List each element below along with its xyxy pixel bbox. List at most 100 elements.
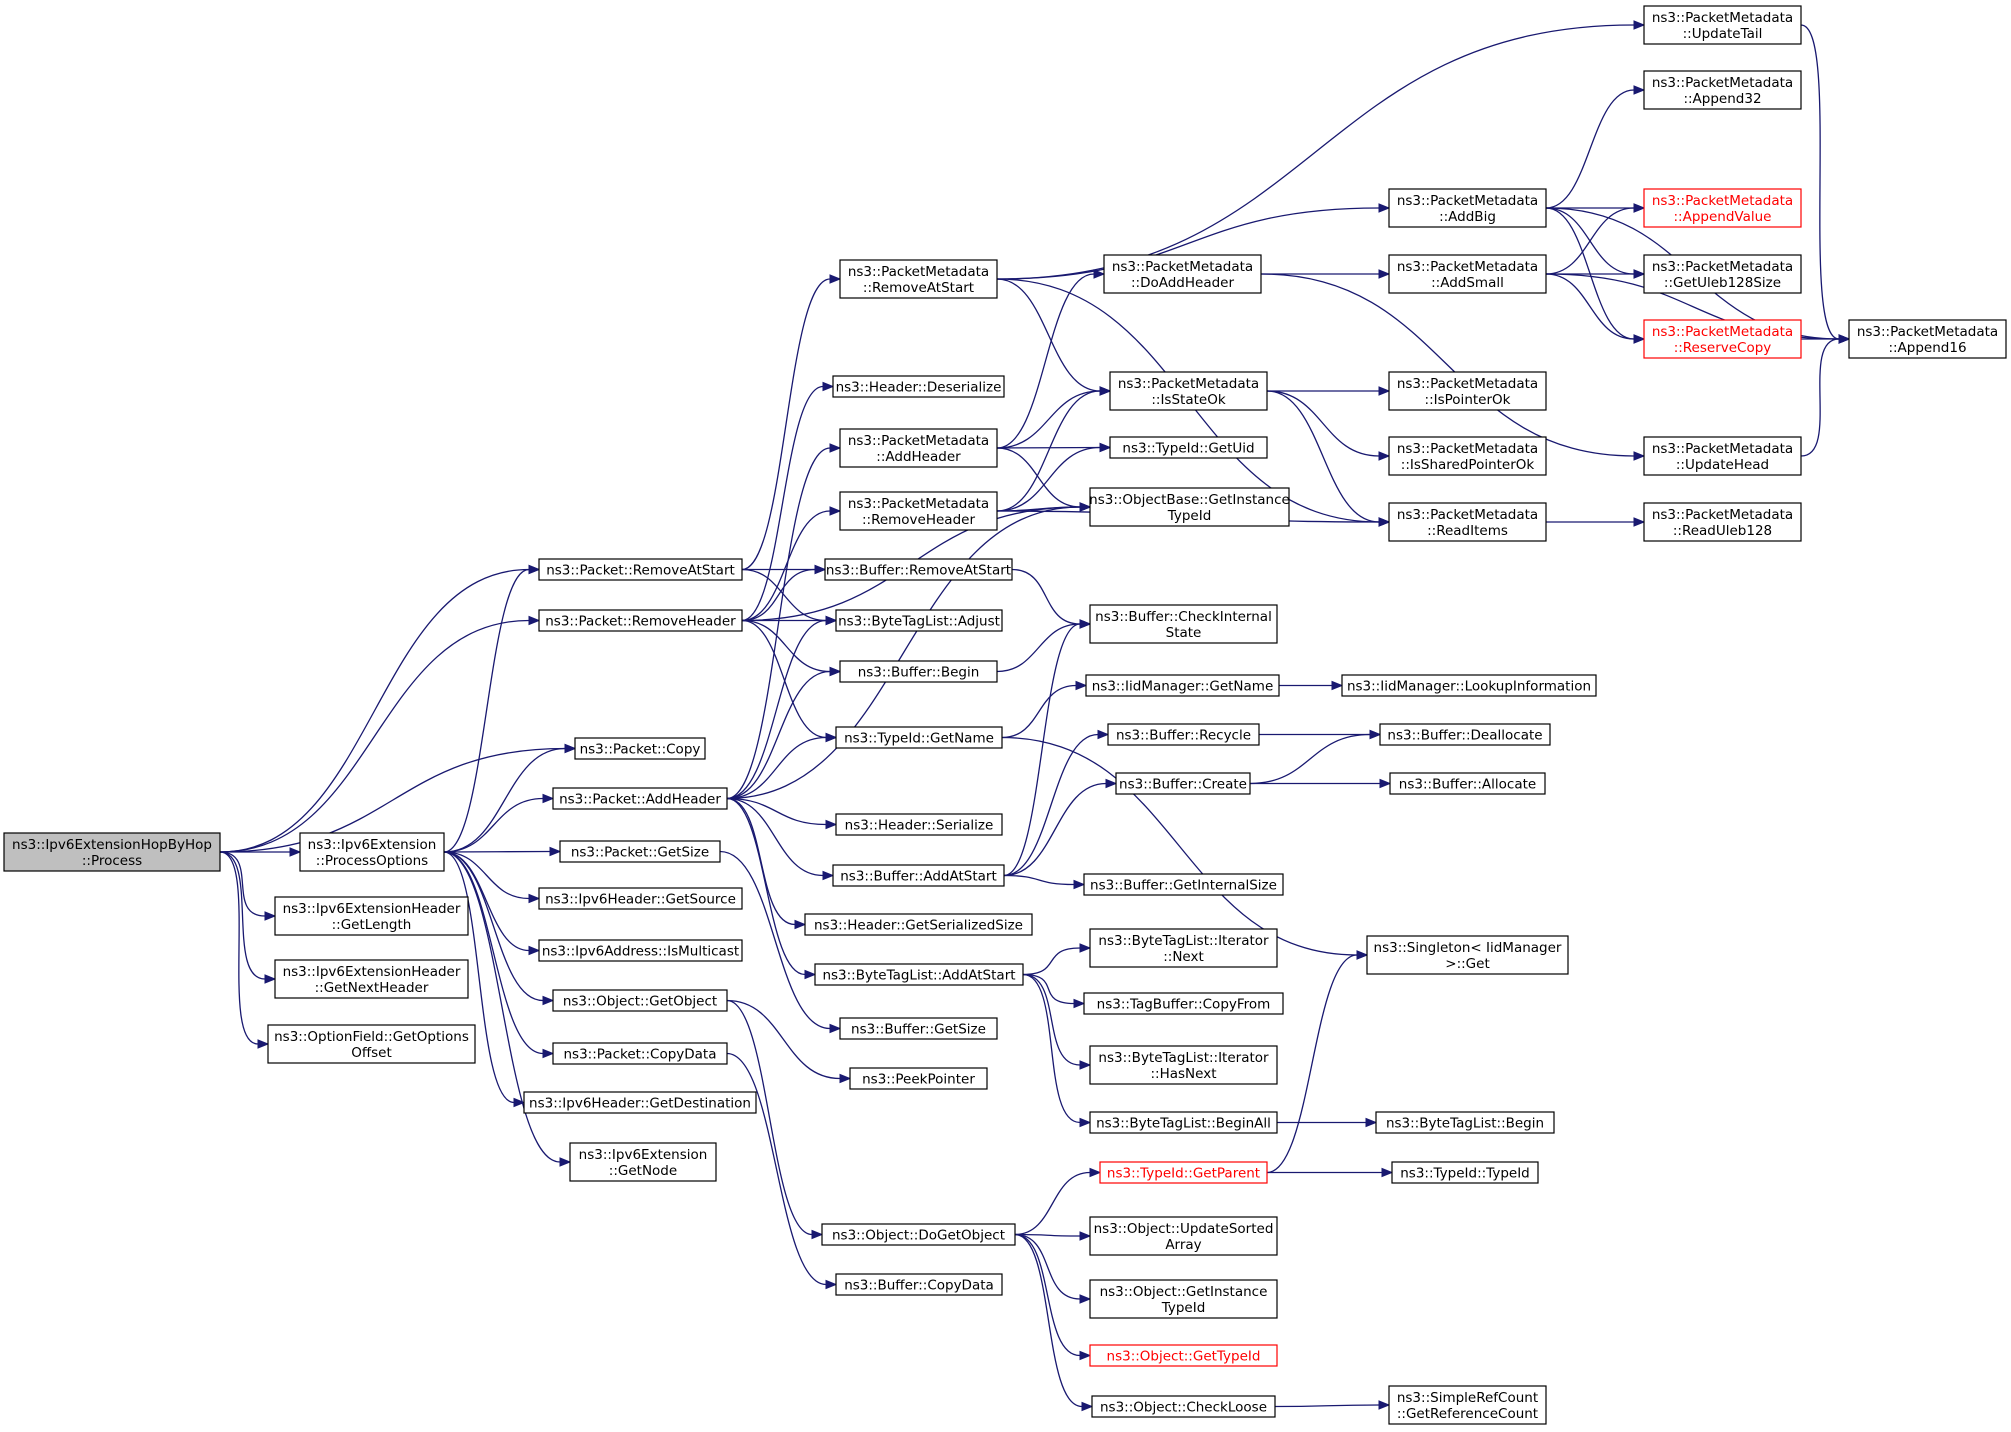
node-ns3-object-gettypeid[interactable]: ns3::Object::GetTypeId — [1089, 1344, 1278, 1367]
edge-line — [1545, 89, 1635, 209]
node-ns3-packetmetadata-updatehead[interactable]: ns3::PacketMetadata::UpdateHead — [1643, 436, 1802, 476]
node-ns3-buffer-begin[interactable]: ns3::Buffer::Begin — [839, 660, 998, 683]
edge-line — [1003, 874, 1075, 886]
node-ns3-bytetaglist-adjust[interactable]: ns3::ByteTagList::Adjust — [835, 609, 1003, 632]
node-ns3-ipv6extension-getnode[interactable]: ns3::Ipv6Extension::GetNode — [569, 1142, 717, 1182]
node-ns3-iidmanager-lookupinformation[interactable]: ns3::IidManager::LookupInformation — [1341, 674, 1597, 697]
edge-arrowhead — [1079, 502, 1092, 512]
node-ns3-tagbuffer-copyfrom[interactable]: ns3::TagBuffer::CopyFrom — [1083, 992, 1284, 1015]
node-ns3-buffer-getsize[interactable]: ns3::Buffer::GetSize — [839, 1017, 998, 1040]
edge-imgn-to-imli — [1278, 680, 1344, 691]
node-ns3-bytetaglist-iterator-hasnext[interactable]: ns3::ByteTagList::Iterator::HasNext — [1089, 1045, 1278, 1085]
node-ns3-packetmetadata-isstateok[interactable]: ns3::PacketMetadata::IsStateOk — [1109, 371, 1268, 411]
node-ns3-packetmetadata-getuleb128size[interactable]: ns3::PacketMetadata::GetUleb128Size — [1643, 254, 1802, 294]
node-ns3-packetmetadata-updatetail[interactable]: ns3::PacketMetadata::UpdateTail — [1643, 5, 1802, 45]
node-ns3-packetmetadata-removeatstart[interactable]: ns3::PacketMetadata::RemoveAtStart — [839, 259, 998, 299]
node-ns3-packetmetadata-addsmall[interactable]: ns3::PacketMetadata::AddSmall — [1388, 254, 1547, 294]
node-ns3-buffer-getinternalsize[interactable]: ns3::Buffer::GetInternalSize — [1083, 873, 1284, 896]
node-ns3-ipv6header-getsource[interactable]: ns3::Ipv6Header::GetSource — [538, 887, 743, 910]
node-ns3-iidmanager-getname[interactable]: ns3::IidManager::GetName — [1085, 674, 1280, 697]
node-label: ns3::TypeId::TypeId — [1400, 1166, 1530, 1182]
edge-odgo-to-ogit — [1014, 1233, 1092, 1304]
node-ns3-packetmetadata-append32[interactable]: ns3::PacketMetadata::Append32 — [1643, 70, 1802, 110]
node-ns3-typeid-typeid[interactable]: ns3::TypeId::TypeId — [1391, 1161, 1539, 1184]
edge-line — [1260, 273, 1635, 457]
node-ns3-packetmetadata-addbig[interactable]: ns3::PacketMetadata::AddBig — [1388, 188, 1547, 228]
node-ns3-object-checkloose[interactable]: ns3::Object::CheckLoose — [1091, 1395, 1276, 1418]
node-label: ::Append16 — [1888, 340, 1966, 356]
node-ns3-ipv6header-getdestination[interactable]: ns3::Ipv6Header::GetDestination — [523, 1091, 757, 1114]
node-ns3-typeid-getparent[interactable]: ns3::TypeId::GetParent — [1099, 1161, 1268, 1184]
node-ns3-singleton-iidmanager-get[interactable]: ns3::Singleton< IidManager>::Get — [1366, 935, 1569, 975]
node-ns3-packetmetadata-issharedpointerok[interactable]: ns3::PacketMetadata::IsSharedPointerOk — [1388, 436, 1547, 476]
node-ns3-buffer-copydata[interactable]: ns3::Buffer::CopyData — [835, 1273, 1003, 1296]
node-ns3-peekpointer[interactable]: ns3::PeekPointer — [849, 1067, 988, 1090]
node-ns3-object-dogetobject[interactable]: ns3::Object::DoGetObject — [821, 1223, 1016, 1246]
node-ns3-typeid-getuid[interactable]: ns3::TypeId::GetUid — [1109, 436, 1268, 459]
node-ns3-packetmetadata-readitems[interactable]: ns3::PacketMetadata::ReadItems — [1388, 502, 1547, 542]
node-box — [804, 913, 1033, 936]
node-ns3-buffer-allocate[interactable]: ns3::Buffer::Allocate — [1389, 772, 1546, 795]
edge-line — [996, 24, 1635, 280]
node-ns3-buffer-deallocate[interactable]: ns3::Buffer::Deallocate — [1379, 723, 1551, 746]
node-ns3-header-serialize[interactable]: ns3::Header::Serialize — [835, 813, 1003, 836]
node-ns3-packetmetadata-addheader[interactable]: ns3::PacketMetadata::AddHeader — [839, 428, 998, 468]
node-ns3-buffer-recycle[interactable]: ns3::Buffer::Recycle — [1107, 723, 1260, 746]
edge-bras-to-bcis — [1011, 568, 1092, 629]
node-label: ns3::Buffer::GetSize — [851, 1022, 986, 1038]
node-ns3-buffer-removeatstart[interactable]: ns3::Buffer::RemoveAtStart — [824, 558, 1013, 581]
node-box — [1389, 772, 1546, 795]
node-label: ns3::TagBuffer::CopyFrom — [1097, 997, 1271, 1013]
node-ns3-buffer-addatstart[interactable]: ns3::Buffer::AddAtStart — [832, 864, 1005, 887]
node-ns3-packet-removeheader[interactable]: ns3::Packet::RemoveHeader — [538, 609, 743, 632]
node-label: ns3::OptionField::GetOptions — [274, 1029, 469, 1045]
node-ns3-packetmetadata-append16[interactable]: ns3::PacketMetadata::Append16 — [1848, 319, 2007, 359]
node-ns3-packetmetadata-doaddheader[interactable]: ns3::PacketMetadata::DoAddHeader — [1103, 254, 1262, 294]
node-label: ::GetNextHeader — [315, 980, 429, 996]
node-ns3-buffer-create[interactable]: ns3::Buffer::Create — [1115, 772, 1251, 795]
edge-line — [443, 851, 515, 1104]
node-ns3-packetmetadata-appendvalue[interactable]: ns3::PacketMetadata::AppendValue — [1643, 188, 1802, 228]
node-ns3-simplerefcount-getreferencecount[interactable]: ns3::SimpleRefCount::GetReferenceCount — [1388, 1385, 1547, 1425]
node-ns3-header-getserializedsize[interactable]: ns3::Header::GetSerializedSize — [804, 913, 1033, 936]
node-ns3-packet-getsize[interactable]: ns3::Packet::GetSize — [559, 840, 721, 863]
node-ns3-packetmetadata-removeheader[interactable]: ns3::PacketMetadata::RemoveHeader — [839, 491, 998, 531]
node-ns3-packet-addheader[interactable]: ns3::Packet::AddHeader — [552, 787, 728, 810]
node-ns3-packetmetadata-readuleb128[interactable]: ns3::PacketMetadata::ReadUleb128 — [1643, 502, 1802, 542]
node-ns3-ipv6address-ismulticast[interactable]: ns3::Ipv6Address::IsMulticast — [538, 939, 743, 962]
node-ns3-packetmetadata-reservecopy[interactable]: ns3::PacketMetadata::ReserveCopy — [1643, 319, 1802, 359]
node-ns3-bytetaglist-begin[interactable]: ns3::ByteTagList::Begin — [1375, 1111, 1555, 1134]
node-box — [3, 832, 221, 872]
node-ns3-ipv6extensionheader-getlength[interactable]: ns3::Ipv6ExtensionHeader::GetLength — [274, 896, 469, 936]
node-ns3-object-getobject[interactable]: ns3::Object::GetObject — [552, 989, 728, 1012]
call-nodes: ns3::Ipv6ExtensionHopByHop::Processns3::… — [3, 5, 2007, 1425]
node-ns3-bytetaglist-beginall[interactable]: ns3::ByteTagList::BeginAll — [1089, 1111, 1278, 1134]
node-ns3-bytetaglist-addatstart[interactable]: ns3::ByteTagList::AddAtStart — [814, 963, 1024, 986]
node-ns3-packet-copydata[interactable]: ns3::Packet::CopyData — [552, 1042, 728, 1065]
node-ns3-packetmetadata-ispointerok[interactable]: ns3::PacketMetadata::IsPointerOk — [1388, 371, 1547, 411]
node-label: ns3::Packet::RemoveHeader — [545, 614, 736, 630]
node-ns3-packet-copy[interactable]: ns3::Packet::Copy — [574, 737, 706, 760]
edge-arrowhead — [1331, 680, 1344, 691]
node-ns3-ipv6extension-processoptions[interactable]: ns3::Ipv6Extension::ProcessOptions — [299, 832, 445, 872]
edge-pmiso-to-pmipo — [1267, 386, 1391, 396]
node-ns3-typeid-getname[interactable]: ns3::TypeId::GetName — [835, 726, 1003, 749]
node-ns3-ipv6extensionhopbyhop-process[interactable]: ns3::Ipv6ExtensionHopByHop::Process — [3, 832, 221, 872]
node-ns3-bytetaglist-iterator-next[interactable]: ns3::ByteTagList::Iterator::Next — [1089, 928, 1278, 968]
node-ns3-ipv6extensionheader-getnextheader[interactable]: ns3::Ipv6ExtensionHeader::GetNextHeader — [274, 959, 469, 999]
node-box — [1388, 254, 1547, 294]
node-ns3-packet-removeatstart[interactable]: ns3::Packet::RemoveAtStart — [538, 558, 743, 581]
node-ns3-header-deserialize[interactable]: ns3::Header::Deserialize — [832, 375, 1005, 398]
edge-arrowhead — [1079, 1350, 1092, 1361]
edge-baas-to-bcis — [1003, 619, 1092, 877]
node-box — [1388, 502, 1547, 542]
call-edges — [219, 20, 1851, 1412]
node-label: ns3::PacketMetadata — [1397, 376, 1538, 392]
edge-arrowhead — [1633, 20, 1646, 30]
edge-root-to-gnh — [219, 851, 277, 984]
